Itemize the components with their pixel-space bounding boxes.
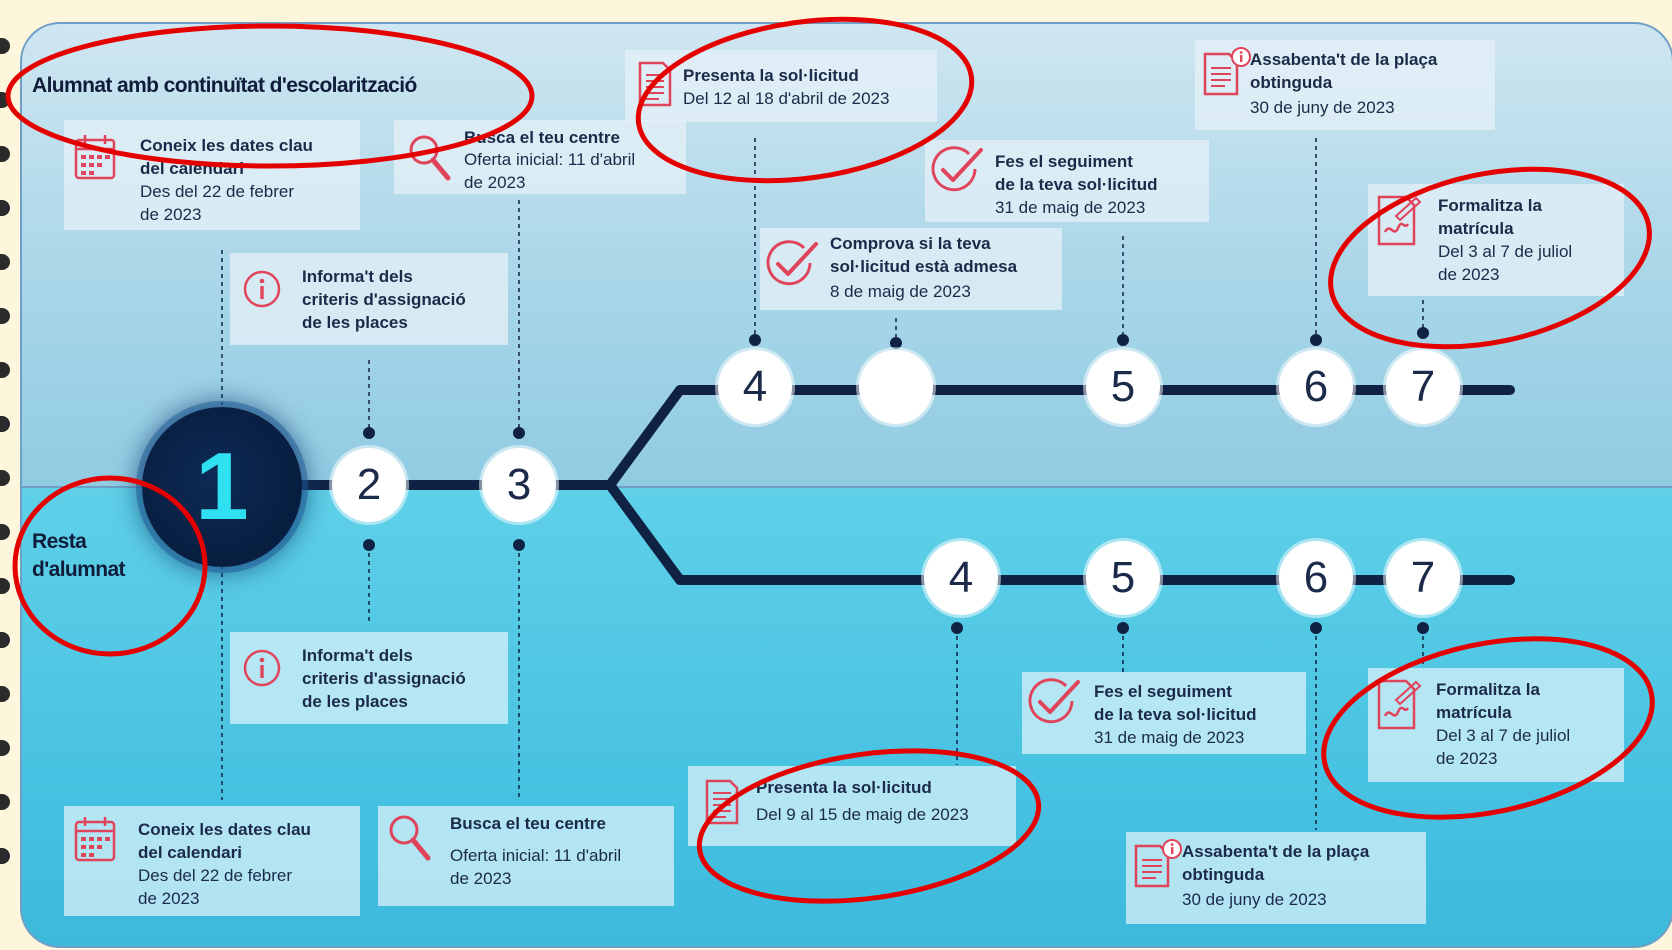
bottom-card-followup: Fes el seguiment de la teva sol·licitud … [1022, 672, 1306, 754]
top-step-node-7: 7 [1386, 350, 1460, 424]
card-date: 30 de juny de 2023 [1250, 98, 1395, 117]
connector-dot [513, 539, 525, 551]
top-group-title: Alumnat amb continuïtat d'escolarització [32, 74, 417, 97]
bottom-card-assigned: Assabenta't de la plaça obtinguda 30 de … [1126, 832, 1426, 924]
checkmark-icon [929, 144, 985, 203]
connector-dot [890, 337, 902, 349]
signature-icon [1376, 678, 1422, 737]
top-step-node-blank [859, 350, 933, 424]
checkmark-icon [1026, 676, 1082, 735]
connector-dot [1310, 334, 1322, 346]
card-date: 31 de maig de 2023 [1094, 728, 1245, 747]
card-title: Fes el seguiment de la teva sol·licitud [1094, 682, 1257, 724]
card-title: Fes el seguiment de la teva sol·licitud [995, 152, 1158, 194]
highlight-ellipse [1328, 166, 1652, 350]
step-node-1: 1 [142, 407, 302, 567]
card-date: 30 de juny de 2023 [1182, 890, 1327, 909]
bottom-step-node-4: 4 [924, 541, 998, 615]
calendar-icon [74, 816, 116, 867]
info-icon [242, 648, 282, 693]
top-card-assigned: Assabenta't de la plaça obtinguda 30 de … [1195, 40, 1495, 130]
card-title: Busca el teu centre [450, 814, 606, 833]
document-info-icon [1201, 46, 1253, 103]
highlight-ellipse [635, 16, 975, 184]
card-title: Busca el teu centre [464, 128, 620, 147]
highlight-ellipse [1321, 636, 1655, 820]
card-title: Presenta la sol·licitud [683, 66, 859, 85]
bottom-card-calendar: Coneix les dates clau del calendari Des … [64, 806, 360, 916]
bottom-card-submit: Presenta la sol·licitud Del 9 al 15 de m… [688, 766, 1016, 846]
top-card-enrolment: Formalitza la matrícula Del 3 al 7 de ju… [1368, 184, 1624, 296]
connector-dot [1417, 327, 1429, 339]
card-date: 31 de maig de 2023 [995, 198, 1146, 217]
top-card-criteria: Informa't dels criteris d'assignació de … [230, 253, 508, 345]
connector-dot [1310, 622, 1322, 634]
bottom-group-title: Resta d'alumnat [32, 530, 126, 581]
top-step-node-5: 5 [1086, 350, 1160, 424]
card-date: Del 12 al 18 d'abril de 2023 [683, 89, 890, 108]
card-title: Presenta la sol·licitud [756, 778, 932, 797]
bottom-step-node-5: 5 [1086, 541, 1160, 615]
connector-dot [1117, 334, 1129, 346]
highlight-ellipse [696, 748, 1042, 904]
top-step-node-6: 6 [1279, 350, 1353, 424]
highlight-ellipse [12, 475, 208, 657]
connector-dot [1417, 622, 1429, 634]
card-title: Formalitza la matrícula [1436, 680, 1540, 722]
top-step-node-4: 4 [718, 350, 792, 424]
bottom-card-criteria: Informa't dels criteris d'assignació de … [230, 632, 508, 724]
card-title: Assabenta't de la plaça obtinguda [1250, 50, 1438, 92]
card-date: Des del 22 de febrer de 2023 [138, 866, 293, 908]
connector-dot [951, 622, 963, 634]
step-node-3: 3 [482, 448, 556, 522]
card-title: Formalitza la matrícula [1438, 196, 1542, 238]
top-card-check-admitted: Comprova si la teva sol·licitud està adm… [760, 228, 1062, 310]
bottom-card-enrolment: Formalitza la matrícula Del 3 al 7 de ju… [1368, 668, 1624, 782]
step-node-2: 2 [332, 448, 406, 522]
connector-dot [363, 427, 375, 439]
card-title: Comprova si la teva sol·licitud està adm… [830, 234, 1018, 276]
card-date: Oferta inicial: 11 d'abril de 2023 [450, 846, 622, 888]
card-date: Del 3 al 7 de juliol de 2023 [1436, 726, 1571, 768]
document-info-icon [1132, 838, 1184, 895]
binding-rings [0, 0, 14, 950]
checkmark-icon [764, 238, 820, 297]
connector-dot [1117, 622, 1129, 634]
card-date: 8 de maig de 2023 [830, 282, 971, 301]
card-title: Assabenta't de la plaça obtinguda [1182, 842, 1370, 884]
connector-dot [513, 427, 525, 439]
card-title: Informa't dels criteris d'assignació de … [302, 267, 466, 332]
bottom-card-search: Busca el teu centre Oferta inicial: 11 d… [378, 806, 674, 906]
info-icon [242, 269, 282, 314]
bottom-step-node-7: 7 [1386, 541, 1460, 615]
card-date: Del 9 al 15 de maig de 2023 [756, 805, 969, 824]
connector-dot [749, 334, 761, 346]
card-date: Oferta inicial: 11 d'abril de 2023 [464, 150, 636, 192]
connector-dot [363, 539, 375, 551]
bottom-step-node-6: 6 [1279, 541, 1353, 615]
magnifier-icon [386, 812, 432, 867]
signature-icon [1376, 194, 1422, 253]
card-date: Des del 22 de febrer de 2023 [140, 182, 295, 224]
card-date: Del 3 al 7 de juliol de 2023 [1438, 242, 1573, 284]
card-title: Informa't dels criteris d'assignació de … [302, 646, 466, 711]
highlight-ellipse [5, 23, 535, 169]
top-card-followup: Fes el seguiment de la teva sol·licitud … [925, 140, 1209, 222]
top-card-search: Busca el teu centre Oferta inicial: 11 d… [394, 120, 686, 194]
card-title: Coneix les dates clau del calendari [138, 820, 311, 862]
